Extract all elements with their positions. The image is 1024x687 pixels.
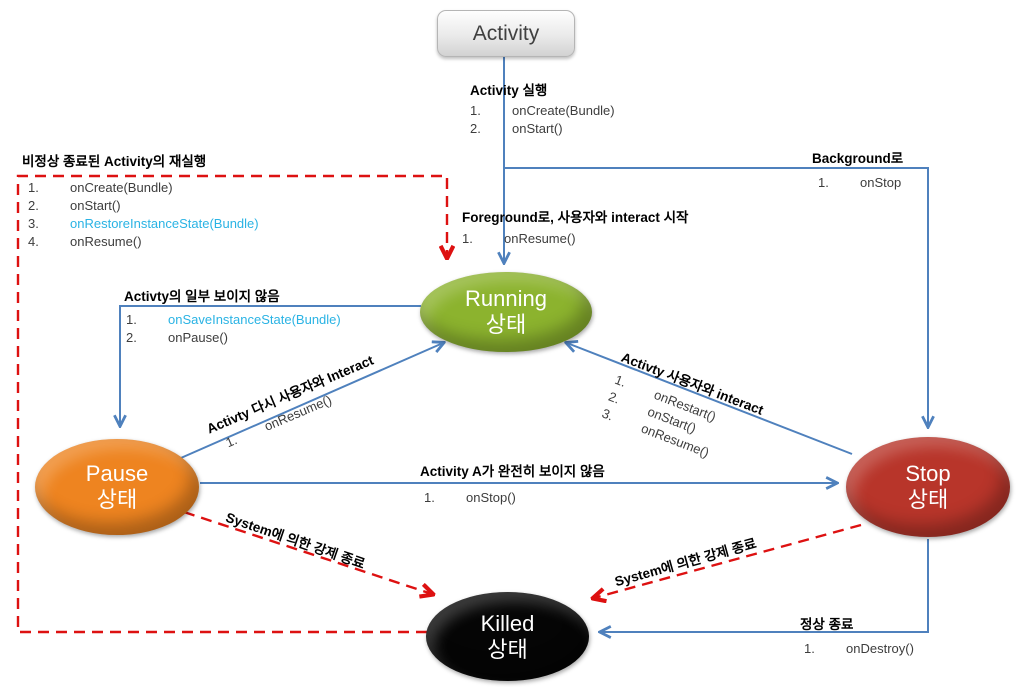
edge-label-partially-hidden: Activty의 일부 보이지 않음 1.onSaveInstanceState… — [124, 285, 341, 347]
lifecycle-step: 1.onCreate(Bundle) — [470, 103, 615, 118]
state-subtitle: 상태 — [485, 312, 527, 337]
state-name: Killed — [480, 610, 535, 636]
state-name: Running — [465, 286, 547, 312]
edge-steps: 1.onDestroy() — [800, 640, 914, 658]
lifecycle-step: 2.onPause() — [126, 330, 228, 345]
lifecycle-step: 2.onStart() — [470, 121, 563, 136]
state-subtitle: 상태 — [907, 487, 949, 512]
lifecycle-step: 1.onResume() — [462, 231, 576, 246]
edge-title: Activity 실행 — [470, 83, 548, 98]
edge-label-activity-launch: Activity 실행 1.onCreate(Bundle) 2.onStart(… — [470, 79, 615, 138]
edge-label-to-background: Background로 1.onStop — [812, 147, 903, 192]
lifecycle-step: 3.onRestoreInstanceState(Bundle) — [28, 216, 259, 231]
edge-title: Activity A가 완전히 보이지 않음 — [420, 464, 605, 479]
state-node-stop: Stop 상태 — [846, 437, 1010, 537]
state-name: Pause — [85, 461, 149, 487]
arrow-running-to-pause — [120, 305, 421, 425]
edge-title: Foreground로, 사용자와 interact 시작 — [462, 210, 689, 225]
arrow-stop-to-running — [567, 343, 853, 455]
lifecycle-step: 2.onStart() — [28, 198, 121, 213]
state-name: Stop — [905, 461, 951, 487]
lifecycle-step: 1.onDestroy() — [804, 641, 914, 656]
state-subtitle: 상태 — [96, 487, 138, 512]
lifecycle-step: 1.onSaveInstanceState(Bundle) — [126, 312, 341, 327]
edge-steps: 1.onStop() — [420, 489, 605, 507]
state-node-killed: Killed 상태 — [426, 592, 589, 681]
activity-start-node: Activity — [437, 10, 575, 57]
arrow-pause-to-running — [173, 343, 443, 462]
edge-steps: 1.onCreate(Bundle) 2.onStart() — [470, 102, 615, 138]
state-node-pause: Pause 상태 — [35, 439, 199, 535]
arrow-running-to-stop-background — [504, 167, 928, 426]
lifecycle-step: 1.onStop — [818, 175, 902, 190]
edge-title: Activty의 일부 보이지 않음 — [124, 289, 280, 304]
edge-title: 정상 종료 — [800, 617, 854, 632]
edge-steps: 1.onResume() — [462, 230, 688, 248]
arrow-stop-to-killed-normal — [601, 539, 929, 632]
edge-title: Background로 — [812, 151, 904, 166]
edge-label-normal-exit: 정상 종료 1.onDestroy() — [800, 613, 914, 658]
edge-label-to-foreground: Foreground로, 사용자와 interact 시작 1.onResume… — [462, 206, 688, 248]
edge-title: 비정상 종료된 Activity의 재실행 — [22, 154, 207, 169]
edge-steps: 1.onCreate(Bundle) 2.onStart() 3.onRestore… — [22, 179, 259, 251]
state-node-running: Running 상태 — [420, 272, 592, 352]
lifecycle-step: 1.onStop() — [424, 490, 516, 505]
edge-steps: 1.onStop — [812, 174, 903, 192]
arrow-killed-restart-to-running — [16, 174, 447, 634]
lifecycle-step: 4.onResume() — [28, 234, 142, 249]
arrow-pause-to-killed — [183, 510, 432, 594]
edge-label-fully-hidden: Activity A가 완전히 보이지 않음 1.onStop() — [420, 460, 605, 507]
state-subtitle: 상태 — [487, 636, 528, 662]
edge-label-abnormal-restart: 비정상 종료된 Activity의 재실행 1.onCreate(Bundle)… — [22, 150, 259, 251]
edge-steps: 1.onSaveInstanceState(Bundle) 2.onPause() — [124, 311, 341, 347]
lifecycle-step: 1.onCreate(Bundle) — [28, 180, 173, 195]
arrow-stop-to-killed — [594, 523, 862, 598]
